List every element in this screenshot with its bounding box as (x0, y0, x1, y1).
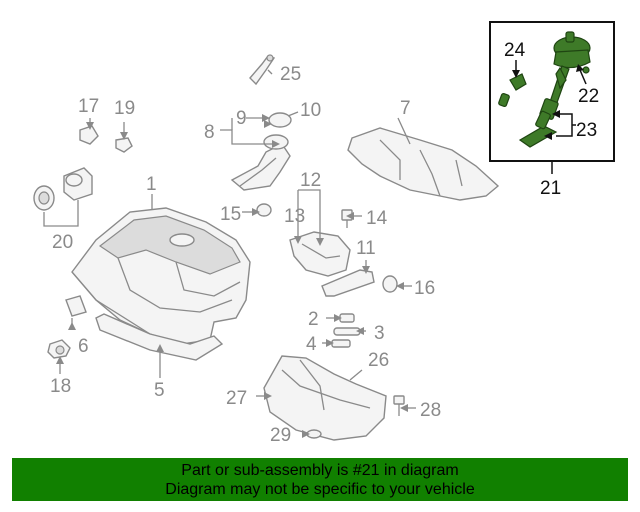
clip-17[interactable] (79, 125, 99, 145)
callout-5: 5 (154, 380, 165, 401)
grommet-16[interactable] (382, 275, 398, 293)
callout-21: 21 (540, 178, 561, 199)
fuel-line-25[interactable] (249, 54, 276, 86)
callout-3: 3 (374, 323, 385, 344)
callout-10: 10 (300, 100, 321, 121)
pressure-regulator-24[interactable] (498, 73, 527, 108)
callout-17: 17 (78, 96, 99, 117)
callout-6: 6 (78, 336, 89, 357)
callout-25: 25 (280, 64, 301, 85)
callout-11: 11 (356, 238, 376, 259)
callout-19: 19 (114, 98, 135, 119)
callout-23: 23 (576, 120, 597, 141)
callout-20: 20 (52, 232, 73, 253)
nut-15[interactable] (256, 203, 272, 217)
pad-6[interactable] (65, 295, 87, 317)
fuel-filter-23[interactable] (518, 110, 558, 148)
callout-28: 28 (420, 400, 441, 421)
tank-strap-5[interactable] (95, 313, 224, 361)
callout-12: 12 (300, 170, 321, 191)
vent-assembly-13[interactable] (289, 231, 351, 277)
callout-18: 18 (50, 376, 71, 397)
grommet-19[interactable] (115, 137, 133, 153)
callout-2: 2 (308, 309, 319, 330)
clip-3[interactable] (333, 327, 361, 336)
callout-26: 26 (368, 350, 389, 371)
info-banner: Part or sub-assembly is #21 in diagram D… (12, 458, 628, 501)
filler-neck-8[interactable] (230, 134, 291, 191)
fuel-filter-assembly-20[interactable] (33, 167, 93, 211)
bolt-28[interactable] (393, 395, 405, 416)
callout-22: 22 (578, 86, 599, 107)
banner-line-1: Part or sub-assembly is #21 in diagram (181, 462, 459, 479)
callout-14: 14 (366, 208, 388, 229)
bolt-14[interactable] (341, 209, 353, 228)
callout-16: 16 (414, 278, 435, 299)
callout-7: 7 (400, 98, 411, 119)
callout-15: 15 (220, 204, 241, 225)
bracket-18[interactable] (47, 339, 71, 359)
callout-1: 1 (146, 174, 157, 195)
clip-4[interactable] (331, 339, 351, 348)
heat-shield-7[interactable] (347, 127, 500, 201)
hose-11[interactable] (321, 269, 375, 297)
banner-line-2: Diagram may not be specific to your vehi… (165, 481, 475, 498)
fuel-tank-1[interactable] (71, 207, 251, 345)
callout-4: 4 (306, 334, 317, 355)
clip-2[interactable] (339, 313, 355, 323)
callout-29: 29 (270, 425, 291, 446)
callout-24: 24 (504, 40, 526, 61)
callout-13: 13 (284, 206, 305, 227)
callout-8: 8 (204, 122, 215, 143)
fuel-pump-sender-22[interactable] (539, 31, 591, 120)
callout-27: 27 (226, 388, 247, 409)
callout-9: 9 (236, 108, 247, 129)
skid-plate-26[interactable] (263, 355, 387, 441)
gasket-10[interactable] (268, 112, 292, 128)
